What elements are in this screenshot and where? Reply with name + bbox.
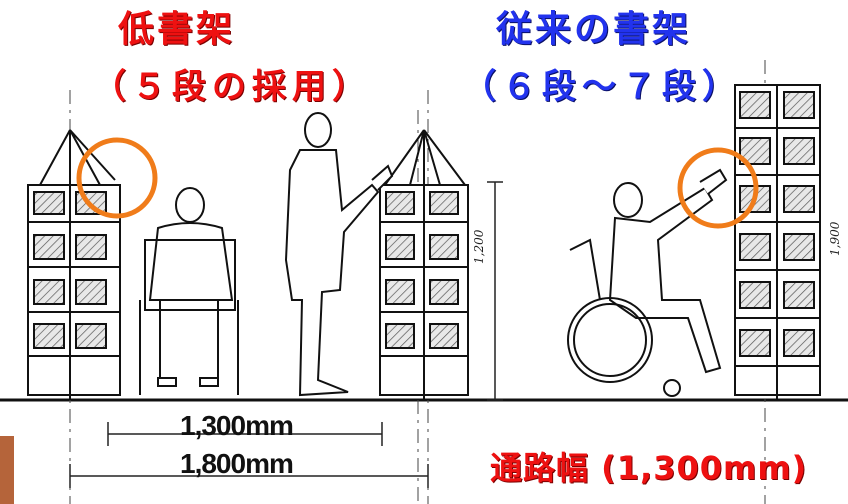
low-bookshelf-center — [379, 129, 469, 400]
width-dimension-lines — [69, 422, 429, 488]
low-bookshelf-left — [27, 129, 121, 400]
tall-shelf-height-label: 1,900 — [828, 221, 842, 256]
wheelchair-user-back-view — [139, 187, 239, 395]
height-dimension-line — [487, 181, 503, 401]
standing-person — [284, 112, 394, 397]
shelf-height-label: 1,200 — [472, 229, 486, 264]
low-shelf-subtitle: （５段の採用） — [92, 67, 372, 107]
reach-highlight-left — [76, 137, 158, 219]
aisle-width-label: 通路幅 (1,300mm) — [490, 449, 808, 487]
inner-width-label: 1,300mm — [180, 410, 294, 441]
conventional-shelf-subtitle: （６段～７段） — [462, 67, 742, 107]
outer-width-label: 1,800mm — [180, 448, 294, 479]
tall-bookshelf-right — [734, 84, 821, 400]
low-shelf-title: 低書架 — [118, 9, 236, 50]
brick-fragment — [0, 436, 14, 504]
reach-highlight-right — [677, 147, 759, 229]
conventional-shelf-title: 従来の書架 — [496, 9, 692, 50]
wheelchair-user-side-view — [567, 168, 728, 397]
